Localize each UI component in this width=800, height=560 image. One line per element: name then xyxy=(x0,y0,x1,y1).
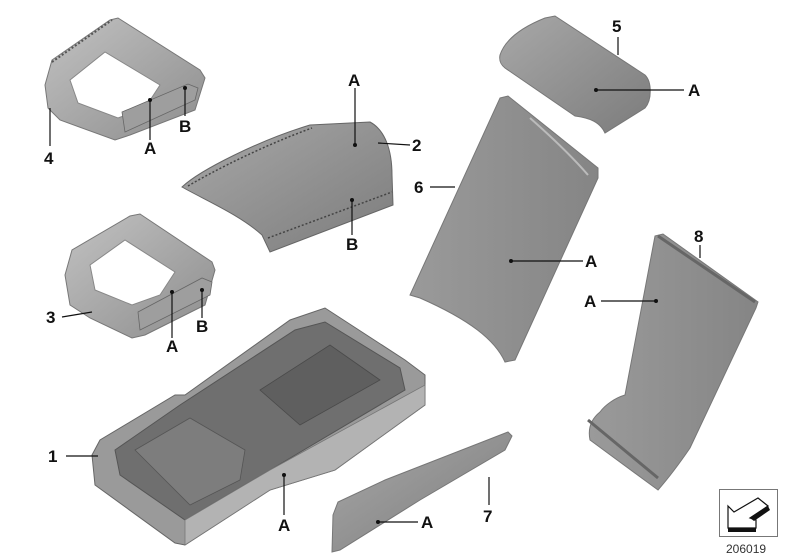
callout-a-part-2: A xyxy=(348,71,361,90)
part-1-console-base[interactable] xyxy=(91,307,426,546)
part-2-armrest-cover[interactable] xyxy=(181,121,394,253)
part-number-8: 8 xyxy=(694,227,704,246)
part-8-curved-trim-panel[interactable] xyxy=(587,233,759,491)
reference-number: 206019 xyxy=(726,542,767,556)
callout-b-part-2: B xyxy=(346,235,359,254)
part-number-4: 4 xyxy=(44,149,54,168)
part-3-armrest-frame-lower[interactable] xyxy=(64,213,216,339)
part-number-5: 5 xyxy=(612,17,622,36)
part-4-armrest-frame-upper[interactable] xyxy=(44,17,206,141)
callout-b-part-4: B xyxy=(179,117,192,136)
callout-a-part-8: A xyxy=(584,292,597,311)
callout-a-part-4: A xyxy=(144,139,157,158)
part-number-3: 3 xyxy=(46,308,56,327)
part-number-1: 1 xyxy=(48,447,58,466)
callout-b-part-3: B xyxy=(196,317,209,336)
callout-a-part-6: A xyxy=(585,252,598,271)
part-5-headrest-pad[interactable] xyxy=(499,15,651,134)
callout-a-part-7: A xyxy=(421,513,434,532)
part-number-7: 7 xyxy=(483,507,493,526)
callout-a-part-3: A xyxy=(166,337,179,356)
orientation-arrow-box xyxy=(719,489,778,537)
arrow-down-left-icon xyxy=(727,497,770,532)
callout-a-part-1: A xyxy=(278,516,291,535)
leader-lines xyxy=(49,37,701,523)
part-6-backrest-panel[interactable] xyxy=(409,95,599,363)
callout-a-part-5: A xyxy=(688,81,701,100)
part-number-2: 2 xyxy=(412,136,422,155)
leader-dots xyxy=(148,86,658,524)
part-number-6: 6 xyxy=(414,178,424,197)
